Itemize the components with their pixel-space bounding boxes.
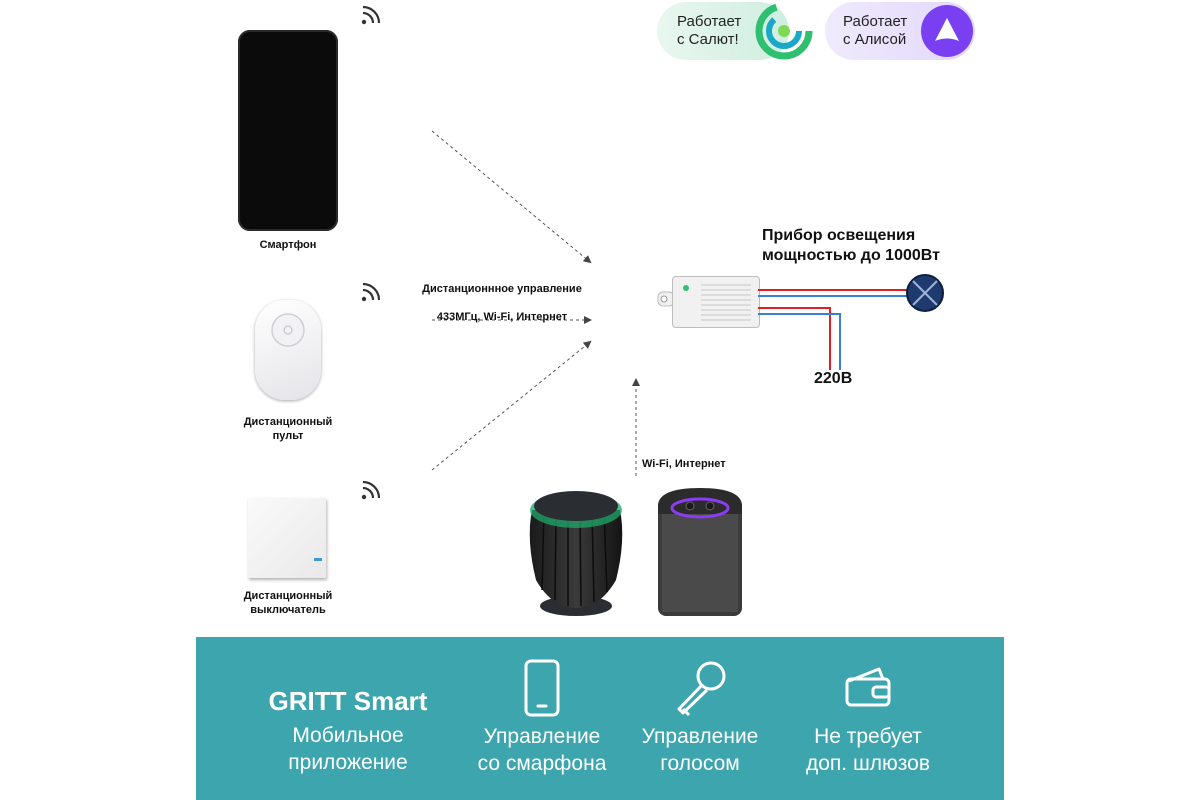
lighting-title-line1: Прибор освещения xyxy=(762,227,916,244)
remote-label-line2: пульт xyxy=(272,430,304,442)
speakers-connection-caption: Wi-Fi, Интернет xyxy=(642,458,726,470)
feature-mobile-app-line2: приложение xyxy=(288,751,408,774)
lighting-title-line2: мощностью до 1000Вт xyxy=(762,247,940,264)
smart-relay-image xyxy=(672,276,760,328)
wiring-diagram xyxy=(758,274,944,370)
alice-logo-icon xyxy=(921,5,973,57)
salute-logo-icon xyxy=(755,2,813,60)
alice-badge-line1: Работает xyxy=(843,13,908,30)
switch-label-line1: Дистанционный xyxy=(243,590,333,602)
feature-smartphone-control: Управление со смарфона xyxy=(464,659,620,777)
wall-switch-image xyxy=(248,498,326,578)
features-panel: GRITT Smart Мобильное приложение Управле… xyxy=(196,637,1004,800)
relay-sticker xyxy=(701,283,751,321)
wifi-icon xyxy=(361,480,381,500)
wall-switch-label: Дистанционный выключатель xyxy=(228,589,348,617)
switch-indicator xyxy=(314,558,322,561)
feature-smartphone-line1: Управление xyxy=(483,725,601,748)
feature-mobile-app: GRITT Smart Мобильное приложение xyxy=(258,684,438,776)
wifi-icon xyxy=(361,282,381,302)
salute-badge-line2: с Салют! xyxy=(677,31,739,48)
wifi-icon xyxy=(361,5,381,25)
feature-smartphone-line2: со смарфона xyxy=(477,752,607,775)
relay-led xyxy=(683,285,689,291)
smartphone-icon xyxy=(524,659,560,717)
remote-control-caption: Дистанционнное управление xyxy=(422,283,582,295)
wallet-icon xyxy=(845,667,891,707)
microphone-icon xyxy=(677,661,726,717)
protocols-caption: 433МГц, Wi-Fi, Интернет xyxy=(436,311,568,323)
feature-no-gateway-line2: доп. шлюзов xyxy=(805,752,931,775)
feature-no-gateway-line1: Не требует xyxy=(814,725,922,748)
feature-no-gateway: Не требует доп. шлюзов xyxy=(790,659,946,777)
feature-voice-control: Управление голосом xyxy=(628,659,772,777)
remote-control-image xyxy=(255,300,321,400)
alice-speaker-image xyxy=(658,488,742,616)
remote-label-line1: Дистанционный xyxy=(243,416,333,428)
feature-voice-line1: Управление xyxy=(641,725,759,748)
switch-label-line2: выключатель xyxy=(250,604,326,616)
voltage-label: 220В xyxy=(814,370,853,387)
smartphone-image xyxy=(238,30,338,231)
salute-badge-line1: Работает xyxy=(677,13,742,30)
salute-speaker-image xyxy=(529,491,623,616)
feature-voice-line2: голосом xyxy=(660,752,740,775)
alice-badge-line2: с Алисой xyxy=(843,31,907,48)
salute-badge: Работает с Салют! xyxy=(657,2,813,60)
alice-badge: Работает с Алисой xyxy=(825,2,975,60)
feature-mobile-app-line1: Мобильное xyxy=(292,724,404,747)
lighting-device-title: Прибор освещения мощностью до 1000Вт xyxy=(762,226,940,266)
brand-name: GRITT Smart xyxy=(268,686,428,716)
smartphone-label: Смартфон xyxy=(259,239,317,251)
remote-button-icon xyxy=(271,313,305,347)
remote-control-label: Дистанционный пульт xyxy=(228,415,348,443)
